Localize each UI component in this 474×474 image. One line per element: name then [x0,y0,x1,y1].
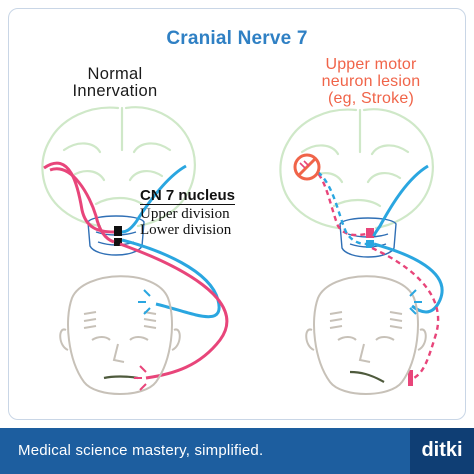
right-cn7-nucleus [366,228,374,248]
footer-tagline: Medical science mastery, simplified. [18,442,264,459]
normal-innervation-label: Normal Innervation [40,66,190,100]
page-title: Cranial Nerve 7 [166,28,308,49]
left-blue-tract [121,164,187,234]
left-mouth [103,375,139,380]
umn-label-line2: neuron lesion [321,73,421,90]
normal-label-line1: Normal [87,65,143,83]
right-upper-output [373,242,444,314]
right-blue-tract [372,164,429,237]
left-cn7-nucleus [114,226,122,246]
brand-logo[interactable]: ditki [410,428,474,474]
left-mouth-spark [134,365,147,391]
normal-label-line2: Innervation [72,82,158,100]
left-lower-output [119,242,229,380]
umn-label-line1: Upper motor [325,56,417,73]
right-lesioned-tract-2 [317,171,367,246]
right-forehead-spark [409,289,422,315]
umn-label-line3: (eg, Stroke) [328,90,414,107]
left-forehead-spark [138,289,151,315]
left-pink-tract-2 [49,167,115,244]
left-face [59,275,181,395]
footer-bar: Medical science mastery, simplified. dit… [0,428,474,474]
upper-division-label: Upper division [140,206,230,222]
cn7-nucleus-label: CN 7 nucleus [140,187,236,205]
umn-lesion-label: Upper motor neuron lesion (eg, Stroke) [286,56,456,107]
lower-division-label: Lower division [140,222,232,238]
right-block-marker [408,370,413,386]
no-entry-icon [293,153,321,181]
right-face [305,275,427,395]
right-lesioned-tract [311,166,367,237]
left-brain-outline [41,106,196,228]
right-lower-output [371,246,440,380]
right-drooping-mouth [349,370,385,383]
